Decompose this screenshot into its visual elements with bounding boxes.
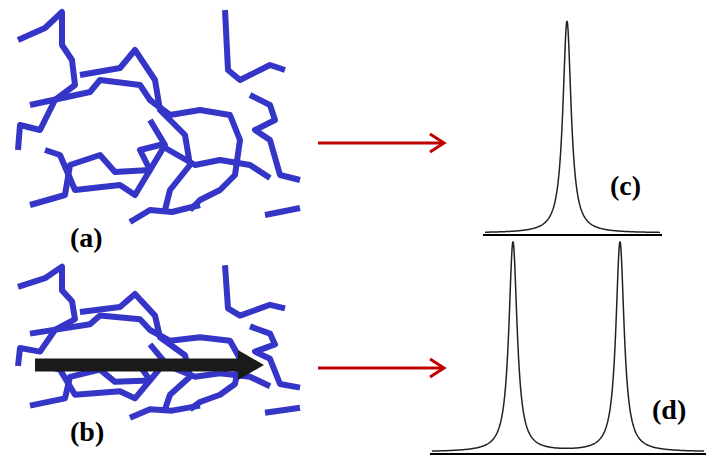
panel-label: (d) (652, 396, 686, 424)
red-arrow (318, 134, 444, 152)
arrow-shaft (318, 142, 443, 145)
arrow-head (430, 359, 444, 377)
spectrum-curve (432, 242, 704, 452)
panel-label: (a) (70, 224, 103, 252)
red-arrow (318, 359, 444, 377)
arrow-shaft (35, 359, 240, 372)
polymer-tangle (18, 10, 300, 222)
panel-label: (c) (610, 172, 641, 200)
spectra (432, 21, 704, 451)
spectrum-curve (485, 21, 660, 232)
field-arrow (35, 350, 264, 380)
arrow-head (430, 134, 444, 152)
arrow-shaft (318, 367, 443, 370)
spectrum-baseline (430, 453, 706, 455)
arrow-head (238, 350, 264, 380)
panel-label: (b) (70, 418, 104, 446)
polymer-tangle (18, 265, 300, 418)
spectrum-baseline (483, 234, 662, 236)
